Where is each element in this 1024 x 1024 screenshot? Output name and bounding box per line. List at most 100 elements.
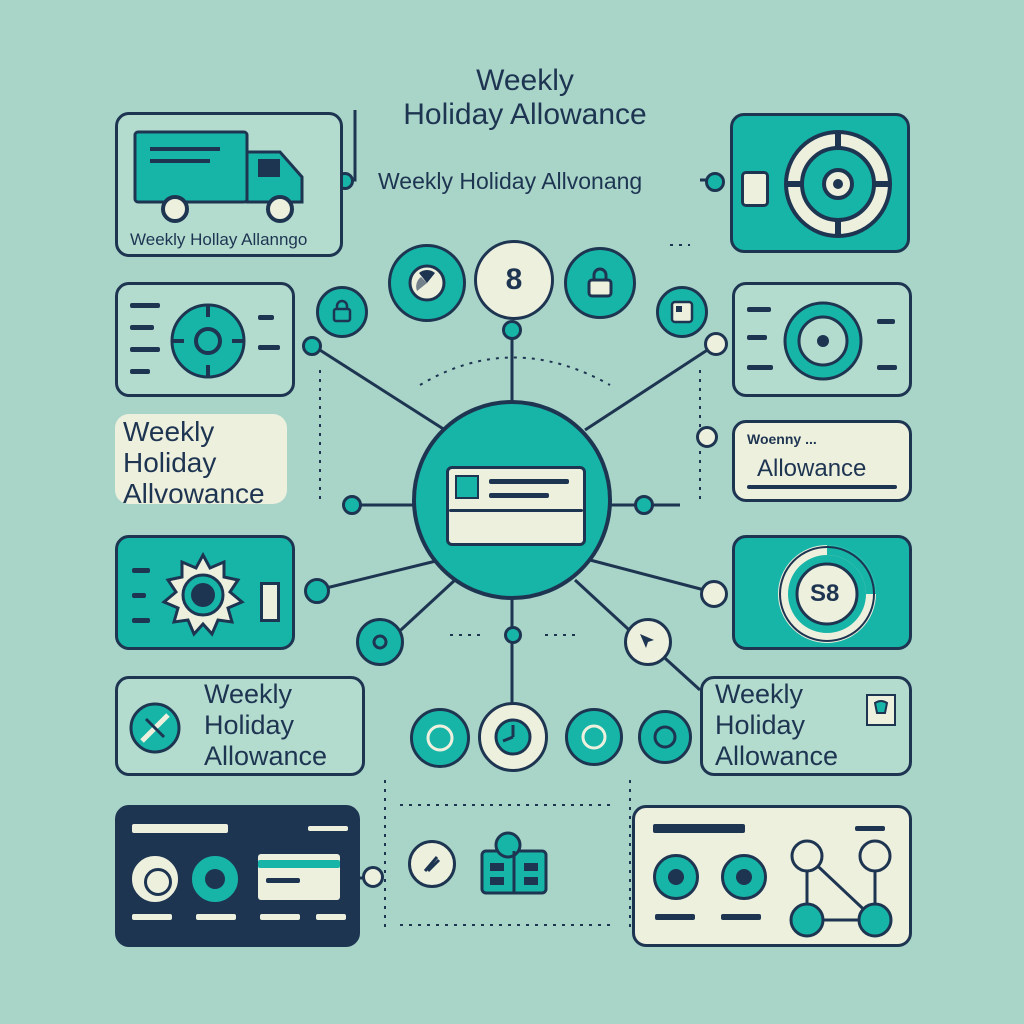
card-line [132, 618, 150, 623]
lower-left-label: Weekly Holiday Allowance [204, 679, 327, 772]
chip-upper-right[interactable] [656, 286, 708, 338]
left-label-line-3: Allvowance [123, 478, 265, 509]
lower-left-label-card[interactable]: Weekly Holiday Allowance [115, 676, 365, 776]
panel-chip-1[interactable] [132, 856, 178, 902]
chip-bottom-3[interactable] [565, 708, 623, 766]
hub-line [489, 479, 569, 484]
card-line [130, 369, 150, 374]
card-line [747, 365, 773, 370]
pin-icon [372, 634, 388, 650]
card-line [877, 319, 895, 324]
upper-right-node[interactable] [704, 332, 728, 356]
target-icon [783, 301, 863, 381]
fan-icon [408, 264, 446, 302]
truck-icon [133, 130, 304, 223]
chip-bottom-2[interactable] [478, 702, 548, 772]
top-right-dial-card[interactable] [730, 113, 910, 253]
lower-left-label-line-2: Holiday [204, 710, 295, 740]
chip-upper-left[interactable] [316, 286, 368, 338]
lower-right-label-card[interactable]: Weekly Holiday Allowance [700, 676, 912, 776]
top-right-node[interactable] [705, 172, 725, 192]
gear-card[interactable] [115, 535, 295, 650]
network-chip-2[interactable] [721, 854, 767, 900]
card-footer [655, 914, 695, 920]
chip-top-center[interactable]: 8 [474, 240, 554, 320]
page-title: Weekly Holiday Allowance [360, 64, 690, 132]
network-chip-1[interactable] [653, 854, 699, 900]
dial-side-button[interactable] [741, 171, 769, 207]
left-label: Weekly Holiday Allvowance [123, 416, 265, 509]
chip-bottom-center-pen[interactable] [408, 840, 456, 888]
chip-top-center-text: 8 [505, 263, 523, 296]
card-line [877, 365, 897, 370]
network-chip-1-core [668, 869, 684, 885]
chip-bottom-4[interactable] [638, 710, 692, 764]
card-line [747, 335, 767, 340]
lower-left-label-line-3: Allowance [204, 741, 328, 771]
card-line [132, 568, 150, 573]
upper-left-node[interactable] [302, 336, 322, 356]
left-label-line-2: Holiday [123, 447, 217, 478]
progress-ring-icon [778, 545, 876, 643]
left-label-line-1: Weekly [123, 416, 215, 447]
truck-card[interactable]: Weekly Hollay Allanngo [115, 112, 343, 257]
right-label-node[interactable] [696, 426, 718, 448]
title-line-2: Holiday Allowance [403, 98, 647, 131]
left-dial-card[interactable] [115, 282, 295, 397]
lower-right-label: Weekly Holiday Allowance [715, 679, 838, 772]
card-header [653, 824, 745, 833]
ticket-line [258, 860, 340, 868]
cursor-icon [640, 634, 654, 648]
central-hub[interactable] [412, 400, 612, 600]
card-line [258, 345, 280, 350]
network-card[interactable] [632, 805, 912, 947]
card-line [258, 315, 274, 320]
card-header-tail [855, 826, 885, 831]
ticket-line [266, 878, 300, 883]
ring-card-node[interactable] [700, 580, 728, 608]
card-line [130, 325, 154, 330]
globe-icon [426, 724, 454, 752]
hub-right-node[interactable] [634, 495, 654, 515]
dial-icon [784, 130, 892, 238]
chip-top-left[interactable] [388, 244, 466, 322]
shield-badge-icon [866, 694, 896, 726]
lower-left-label-line-1: Weekly [204, 679, 293, 709]
hub-line [489, 493, 549, 498]
network-chip-2-core [736, 869, 752, 885]
chip-lower-left-small[interactable] [356, 618, 404, 666]
dark-panel-card[interactable] [115, 805, 360, 947]
panel-chip-2[interactable] [192, 856, 238, 902]
panel-header [132, 824, 228, 833]
ring-card-value: S8 [810, 580, 840, 607]
hub-window [446, 466, 586, 546]
panel-header-tail [308, 826, 348, 831]
hub-top-node[interactable] [502, 320, 522, 340]
panel-ticket [258, 854, 340, 900]
lower-right-label-line-1: Weekly [715, 679, 804, 709]
network-graph-icon [789, 839, 893, 938]
chip-bottom-1[interactable] [410, 708, 470, 768]
hub-left-node[interactable] [342, 495, 362, 515]
card-line [130, 347, 160, 352]
panel-chip-1-core [144, 868, 172, 896]
right-dial-card[interactable] [732, 282, 912, 397]
clock-icon [494, 718, 532, 756]
chip-lower-right-small[interactable] [624, 618, 672, 666]
panel-footer [132, 914, 172, 920]
card-footer [721, 914, 761, 920]
right-label-box: Woenny ... Allowance [732, 420, 912, 502]
ring-card[interactable]: S8 [732, 535, 912, 650]
hub-badge [455, 475, 479, 499]
pen-icon [423, 856, 441, 873]
hub-bottom-node[interactable] [504, 626, 522, 644]
compass-icon [129, 702, 181, 754]
left-label-box: Weekly Holiday Allvowance [115, 414, 287, 509]
panel-footer [316, 914, 346, 920]
gear-card-node[interactable] [304, 578, 330, 604]
dark-panel-node[interactable] [362, 866, 384, 888]
card-line [130, 303, 160, 308]
chip-top-right[interactable] [564, 247, 636, 319]
hub-divider [449, 509, 583, 512]
card-line [747, 307, 771, 312]
